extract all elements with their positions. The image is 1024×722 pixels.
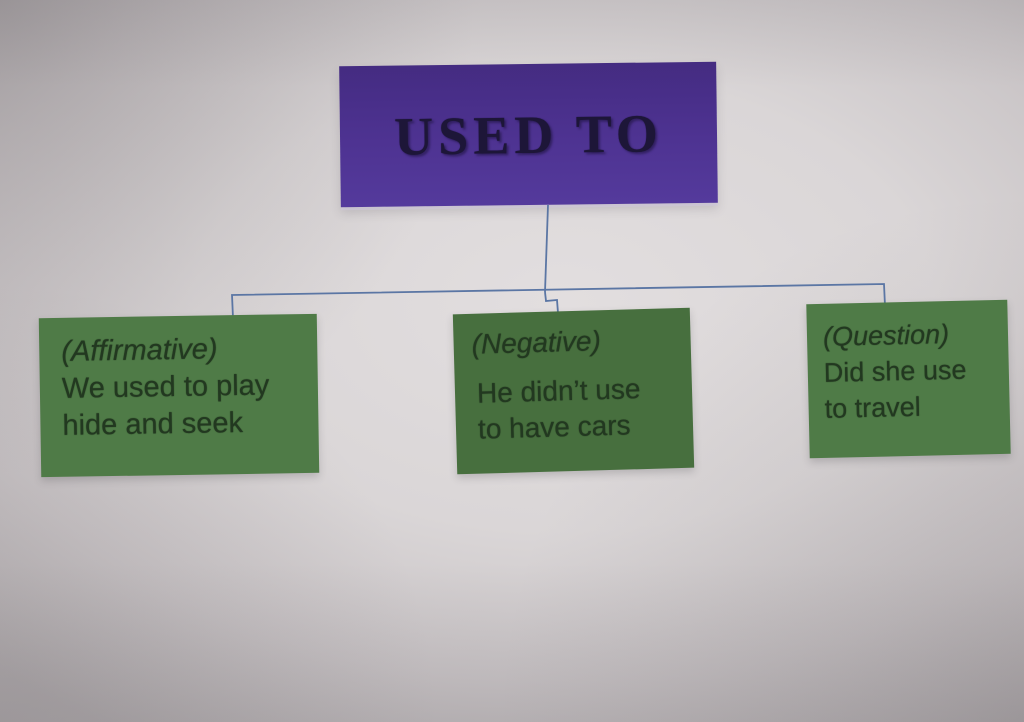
- node-affirmative-example-line-1: We used to play: [61, 369, 270, 405]
- node-affirmative-type-label: (Affirmative): [61, 333, 218, 368]
- connector-horizontal-bar: [231, 283, 886, 319]
- node-question-example-line-1: Did she use: [823, 354, 967, 388]
- connector-root-drop: [544, 204, 549, 293]
- node-affirmative-example-line-2: hide and seek: [62, 406, 244, 442]
- connector-middle-step: [544, 291, 559, 314]
- node-affirmative: (Affirmative) We used to play hide and s…: [38, 313, 320, 478]
- node-question-example-line-2: to travel: [824, 391, 922, 424]
- node-negative-example-line-2: to have cars: [477, 409, 631, 445]
- node-negative-type-label: (Negative): [471, 325, 602, 360]
- node-negative-example-line-1: He didn’t use: [476, 373, 641, 409]
- node-question: (Question) Did she use to travel: [806, 299, 1011, 459]
- node-negative: (Negative) He didn’t use to have cars: [452, 307, 695, 475]
- node-question-type-label: (Question): [822, 319, 950, 352]
